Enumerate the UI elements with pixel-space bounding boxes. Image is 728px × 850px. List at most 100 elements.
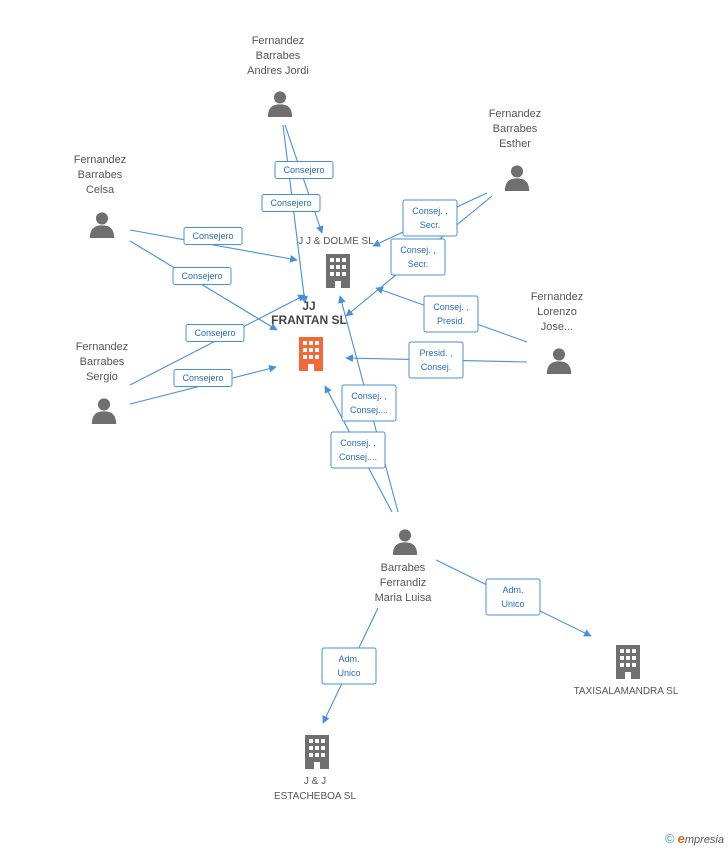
- edge-label-text: Consejero: [270, 198, 311, 208]
- edge-label-text: Presid.: [437, 316, 465, 326]
- node-jj_dolme[interactable]: J J & DOLME SL: [298, 236, 374, 288]
- edge-label-maria_luisa-to-jj_frantan[interactable]: Consej. , Consej....: [330, 431, 386, 469]
- edge-label-box: [408, 341, 464, 379]
- edge-label-box: [485, 578, 541, 616]
- edge-label-text: Secr.: [408, 259, 429, 269]
- node-label-line: Sergio: [86, 371, 118, 383]
- node-lorenzo[interactable]: FernandezLorenzoJose...: [531, 291, 584, 374]
- person-icon: [91, 398, 117, 424]
- node-label-line: Fernandez: [531, 291, 584, 303]
- brand-logo: empresia: [678, 831, 724, 846]
- person-icon: [392, 529, 418, 555]
- edge-label-lorenzo-to-jj_dolme[interactable]: Consej. , Presid.: [423, 295, 479, 333]
- node-label-line: Fernandez: [252, 35, 305, 47]
- node-label-line: Jose...: [541, 321, 573, 333]
- edge-label-text: Consejero: [194, 328, 235, 338]
- edge-label-text: Consejero: [182, 373, 223, 383]
- node-label-line: Fernandez: [489, 108, 542, 120]
- node-label-line: Andres Jordi: [247, 65, 309, 77]
- edge-label-box: [185, 324, 245, 342]
- edge-celsa-to-jj_frantan: [129, 240, 278, 331]
- node-label-line: Barrabes: [256, 50, 301, 62]
- node-label-line: JJ: [302, 299, 315, 313]
- building-icon: [305, 735, 329, 769]
- edge-label-maria_luisa-to-jj_estacheboa[interactable]: Adm. Unico: [321, 647, 377, 685]
- edge-label-box: [172, 267, 232, 285]
- node-label-line: Maria Luisa: [375, 592, 433, 604]
- edge-label-esther-to-jj_dolme[interactable]: Consej. , Secr.: [402, 199, 458, 237]
- edge-label-text: Consej. ,: [400, 245, 436, 255]
- person-icon: [89, 212, 115, 238]
- node-label-line: Ferrandiz: [380, 577, 426, 589]
- edge-label-text: Unico: [501, 599, 524, 609]
- edge-label-maria_luisa-to-jj_dolme[interactable]: Consej. , Consej....: [341, 384, 397, 422]
- edges-layer: [129, 124, 592, 724]
- edge-label-text: Consej. ,: [351, 391, 387, 401]
- edge-label-box: [390, 238, 446, 276]
- node-label-line: Esther: [499, 138, 531, 150]
- edge-label-box: [261, 194, 321, 212]
- edge-label-text: Consejero: [192, 231, 233, 241]
- edge-label-text: Consej. ,: [433, 302, 469, 312]
- node-label-line: Fernandez: [76, 341, 129, 353]
- node-label-line: Barrabes: [493, 123, 538, 135]
- brand-rest: mpresia: [684, 834, 724, 846]
- edge-label-esther-to-jj_frantan[interactable]: Consej. , Secr.: [390, 238, 446, 276]
- edge-label-text: Presid. ,: [419, 348, 452, 358]
- node-label-line: J J & DOLME SL: [298, 236, 374, 247]
- edge-label-andres_jordi-to-jj_dolme[interactable]: Consejero: [274, 161, 334, 179]
- copyright-symbol: ©: [665, 831, 675, 846]
- edge-label-text: Consej. ,: [340, 438, 376, 448]
- edge-label-sergio-to-jj_frantan[interactable]: Consejero: [173, 369, 233, 387]
- edge-label-text: Consejero: [181, 271, 222, 281]
- node-label-line: Lorenzo: [537, 306, 577, 318]
- edge-label-text: Consej....: [350, 405, 388, 415]
- edge-label-text: Consej....: [339, 452, 377, 462]
- node-label-line: FRANTAN SL: [271, 313, 347, 327]
- edge-label-text: Consej. ,: [412, 206, 448, 216]
- edge-label-andres_jordi-to-jj_frantan[interactable]: Consejero: [261, 194, 321, 212]
- edge-label-celsa-to-jj_frantan[interactable]: Consejero: [172, 267, 232, 285]
- node-label-line: Fernandez: [74, 154, 127, 166]
- node-label-line: J & J: [304, 776, 326, 787]
- edge-label-text: Secr.: [420, 220, 441, 230]
- person-icon: [504, 165, 530, 191]
- building-icon: [616, 645, 640, 679]
- node-label-line: Celsa: [86, 184, 115, 196]
- edge-label-text: Consejero: [283, 165, 324, 175]
- edge-label-box: [274, 161, 334, 179]
- edge-label-box: [423, 295, 479, 333]
- person-icon: [546, 348, 572, 374]
- brand-initial: e: [677, 831, 685, 846]
- edge-label-celsa-to-jj_dolme[interactable]: Consejero: [183, 227, 243, 245]
- edge-label-text: Adm.: [338, 654, 359, 664]
- edge-label-maria_luisa-to-taxisalamandra[interactable]: Adm.Unico: [485, 578, 541, 616]
- node-label-line: ESTACHEBOA SL: [274, 791, 357, 802]
- edge-label-box: [341, 384, 397, 422]
- edge-label-box: [402, 199, 458, 237]
- edge-label-box: [183, 227, 243, 245]
- edge-label-text: Unico: [337, 668, 360, 678]
- node-taxisalamandra[interactable]: TAXISALAMANDRA SL: [574, 645, 679, 697]
- edge-label-sergio-to-jj_dolme[interactable]: Consejero: [185, 324, 245, 342]
- person-icon: [267, 91, 293, 117]
- node-jj_estacheboa[interactable]: J & J ESTACHEBOA SL: [274, 735, 357, 802]
- node-label-line: Barrabes: [80, 356, 125, 368]
- edge-label-box: [330, 431, 386, 469]
- building-icon: [326, 254, 350, 288]
- footer-brand: © empresia: [665, 831, 724, 846]
- edge-label-box: [173, 369, 233, 387]
- edge-label-lorenzo-to-jj_frantan[interactable]: Presid. ,Consej.: [408, 341, 464, 379]
- node-label-line: Barrabes: [381, 562, 426, 574]
- node-label-line: TAXISALAMANDRA SL: [574, 686, 679, 697]
- node-label-line: Barrabes: [78, 169, 123, 181]
